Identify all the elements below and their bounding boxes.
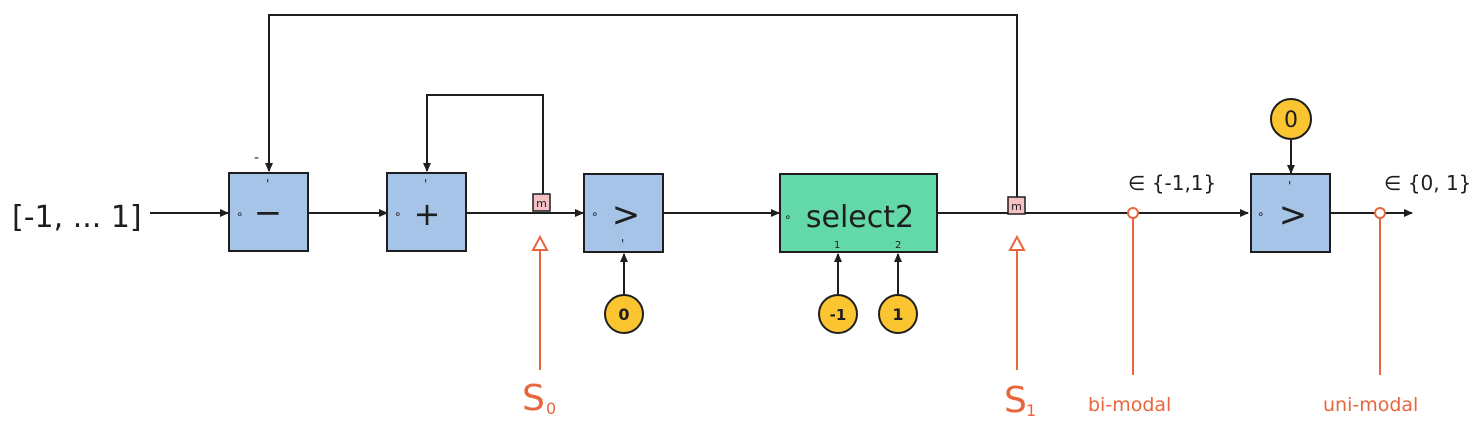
constant-one-value: 1 bbox=[892, 305, 903, 324]
constant-zero-compare1-value: 0 bbox=[618, 305, 629, 324]
s0-annotation: S 0 bbox=[522, 378, 556, 419]
bimodal-annotation: bi-modal bbox=[1088, 394, 1171, 416]
constant-zero-compare2-value: 0 bbox=[1284, 108, 1298, 133]
input-range-label: [-1, ... 1] bbox=[12, 200, 142, 235]
subtract-port-top: ' bbox=[266, 177, 269, 191]
add-port-top: ' bbox=[424, 177, 427, 191]
bimodal-set-label: ∈ {-1,1} bbox=[1128, 171, 1216, 195]
add-port-left: ∘ bbox=[394, 207, 402, 221]
memory-s0-label: m bbox=[536, 197, 547, 210]
s1-marker-triangle bbox=[1008, 234, 1026, 251]
s1-subscript: 1 bbox=[1026, 401, 1036, 420]
select2-label: select2 bbox=[806, 200, 914, 235]
compare2-symbol: > bbox=[1279, 195, 1308, 235]
add-symbol: + bbox=[414, 195, 441, 233]
add-block[interactable]: + ∘ ' bbox=[386, 172, 467, 252]
constant-zero-compare2[interactable]: 0 bbox=[1270, 98, 1312, 140]
compare1-symbol: > bbox=[612, 195, 641, 235]
constant-one[interactable]: 1 bbox=[878, 294, 918, 334]
subtract-symbol: − bbox=[254, 193, 283, 233]
subtract-port-left: ∘ bbox=[236, 207, 244, 221]
constant-zero-compare1[interactable]: 0 bbox=[604, 294, 644, 334]
unimodal-annotation: uni-modal bbox=[1323, 394, 1418, 416]
unimodal-probe bbox=[1374, 207, 1386, 219]
feedback-minus-sign: - bbox=[254, 150, 259, 166]
unimodal-set-label: ∈ {0, 1} bbox=[1384, 171, 1471, 195]
s1-label: S bbox=[1004, 380, 1027, 421]
wire-add-feedback bbox=[423, 94, 544, 200]
s1-annotation: S 1 bbox=[1004, 380, 1036, 421]
compare1-port-left: ∘ bbox=[591, 207, 599, 221]
compare2-port-top: ' bbox=[1288, 179, 1291, 193]
s0-subscript: 0 bbox=[546, 399, 556, 418]
compare1-block[interactable]: > ∘ ' bbox=[583, 173, 664, 253]
select2-port-left: ∘ bbox=[784, 210, 792, 224]
compare2-port-left: ∘ bbox=[1257, 207, 1265, 221]
select2-block[interactable]: select2 ∘ 1 2 bbox=[779, 173, 938, 253]
subtract-block[interactable]: − ∘ ' bbox=[228, 172, 309, 252]
bimodal-probe bbox=[1127, 207, 1139, 219]
memory-s1[interactable]: m bbox=[1007, 196, 1026, 215]
compare1-port-bottom: ' bbox=[621, 237, 624, 251]
memory-s0[interactable]: m bbox=[532, 193, 551, 212]
constant-neg-one[interactable]: -1 bbox=[818, 294, 858, 334]
compare2-block[interactable]: > ∘ ' bbox=[1250, 173, 1331, 253]
memory-s1-label: m bbox=[1011, 200, 1022, 213]
s0-label: S bbox=[522, 378, 545, 419]
select2-port-2: 2 bbox=[895, 240, 901, 251]
select2-port-1: 1 bbox=[834, 240, 840, 251]
wire-s1-feedback bbox=[265, 14, 1018, 201]
s0-marker-triangle bbox=[531, 234, 549, 251]
constant-neg-one-value: -1 bbox=[830, 306, 847, 324]
